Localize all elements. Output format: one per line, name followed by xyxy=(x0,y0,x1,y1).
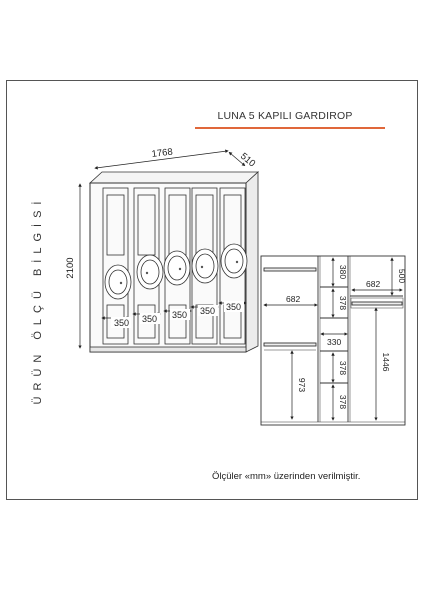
wardrobe-top xyxy=(88,171,260,184)
interior-dimensions xyxy=(263,257,403,421)
shelf-378-c-label: 378 xyxy=(338,395,348,409)
measurement-note: Ölçüler «mm» üzerinden verilmiştir. xyxy=(212,471,361,482)
door-1-width: 350 xyxy=(114,318,129,328)
right-rail-shelf xyxy=(351,301,403,306)
left-width-label: 682 xyxy=(286,294,300,304)
interior-view xyxy=(260,255,406,426)
shelf-380-label: 380 xyxy=(338,265,348,279)
width-dimension xyxy=(94,149,229,170)
door-knobs xyxy=(119,260,239,285)
door-1 xyxy=(102,187,132,345)
interior-outer xyxy=(260,255,406,426)
title-accent-rule xyxy=(195,127,385,129)
shelf-378-b-label: 378 xyxy=(338,361,348,375)
right-top-height-label: 500 xyxy=(397,269,407,283)
product-title: LUNA 5 KAPILI GARDIROP xyxy=(217,110,353,122)
door-2-width: 350 xyxy=(142,314,157,324)
interior-labels: 682 973 380 378 330 378 378 500 682 1446 xyxy=(283,265,407,409)
door-4-width: 350 xyxy=(200,306,215,316)
diagram-frame xyxy=(6,80,418,500)
left-height-label: 973 xyxy=(297,378,307,392)
middle-width-label: 330 xyxy=(327,337,341,347)
door-width-labels: 350 350 350 350 350 xyxy=(111,301,244,328)
door-3-width: 350 xyxy=(172,310,187,320)
door-5 xyxy=(219,187,248,345)
right-hanging-height-label: 1446 xyxy=(381,353,391,372)
depth-label: 510 xyxy=(238,151,257,170)
height-label: 2100 xyxy=(65,257,76,278)
right-width-label: 682 xyxy=(366,279,380,289)
wardrobe-base xyxy=(89,346,247,353)
wardrobe-side xyxy=(245,171,259,353)
left-mid-shelf xyxy=(263,342,317,347)
depth-dimension xyxy=(228,151,246,167)
width-label: 1768 xyxy=(151,146,173,159)
shelf-378-a-label: 378 xyxy=(338,296,348,310)
wardrobe-doors xyxy=(102,187,248,345)
door-5-width: 350 xyxy=(226,302,241,312)
left-top-shelf xyxy=(263,267,317,272)
door-3 xyxy=(163,187,191,345)
door-4 xyxy=(191,187,219,345)
